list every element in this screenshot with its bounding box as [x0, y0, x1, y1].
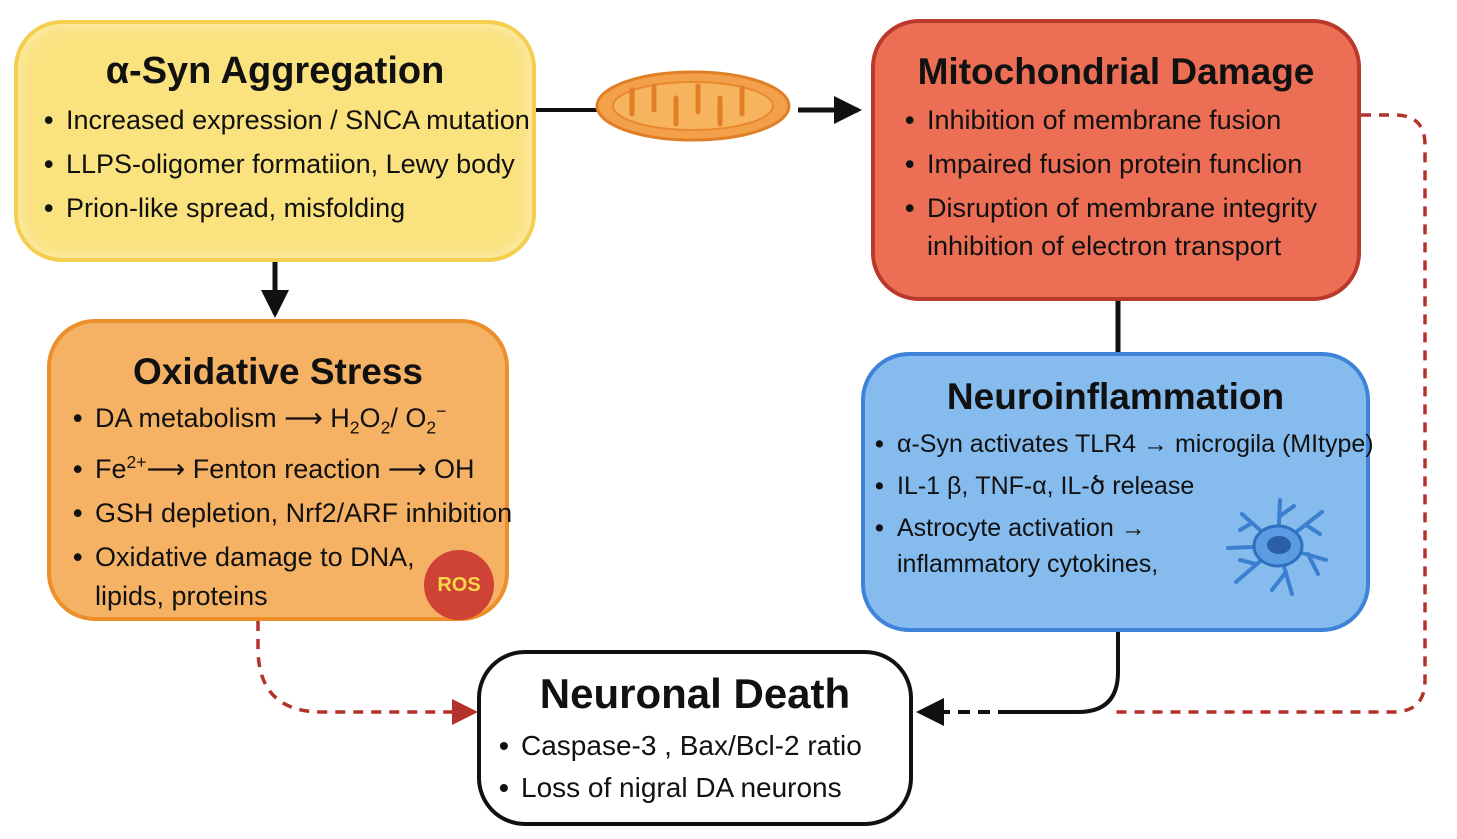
list-item-text: α-Syn activates TLR4 → microgila (MItype… — [897, 430, 1374, 458]
bullet-icon: • — [905, 105, 915, 135]
superscript: − — [436, 401, 447, 421]
list-item: • Oxidative damage to DNA, — [73, 541, 505, 572]
bullet-icon: • — [905, 193, 915, 223]
node-death-title: Neuronal Death — [539, 670, 851, 717]
list-item-text: GSH depletion, Nrf2/ARF inhibition — [95, 497, 513, 528]
list-item-text: lipids, proteins — [95, 580, 268, 611]
node-death-list: • Caspase-3 , Bax/Bcl-2 ratio • Loss of ni… — [499, 732, 909, 802]
list-item: • Fe2+⟶ Fenton reaction ⟶ OH — [73, 451, 505, 484]
list-item: •DA metabolism ⟶ H2O2/ O2− — [73, 401, 505, 438]
list-item-text: IL-1 β, TNF-α, IL-ծ release — [897, 472, 1195, 500]
microglia-icon — [1226, 498, 1328, 596]
bullet-icon: • — [875, 514, 884, 542]
superscript: 2+ — [126, 451, 147, 472]
node-mitochondrial-damage: Mitochondrial Damage • Inhibition of memb… — [871, 19, 1361, 301]
bullet-icon: • — [499, 772, 509, 803]
node-ox-title: Oxidative Stress — [133, 351, 423, 392]
node-syn-aggregation: α-Syn Aggregation • Increased expression … — [14, 20, 536, 262]
bullet-icon: • — [499, 730, 509, 761]
list-item-continuation: lipids, proteins — [73, 580, 505, 611]
node-ox-list: •DA metabolism ⟶ H2O2/ O2− •Fe2+⟶ Fenton… — [73, 401, 512, 611]
list-item-text: Disruption of membrane integrity — [927, 193, 1318, 223]
subscript: 2 — [380, 417, 391, 438]
edge-ox-death — [256, 621, 478, 725]
list-item-text: LLPS-oligomer formatiion, Lewy body — [66, 149, 515, 179]
text-run: DA metabolism ⟶ H — [95, 403, 350, 433]
list-item-text: Inhibition of membrane fusion — [927, 105, 1282, 135]
subscript: 2 — [426, 417, 437, 438]
list-item: • Impaired fusion protein funclion — [905, 151, 1357, 178]
list-item: • Prion-like spread, misfolding — [44, 195, 532, 222]
bullet-icon: • — [44, 193, 54, 223]
list-item: • Loss of nigral DA neurons — [499, 774, 909, 802]
edge-neuro-death-solid — [1010, 632, 1120, 714]
ros-badge: ROS — [424, 550, 494, 620]
list-item-text: Impaired fusion protein funclion — [927, 149, 1303, 179]
node-oxidative-stress: Oxidative Stress •DA metabolism ⟶ H2O2/ … — [47, 319, 512, 621]
bullet-icon: • — [73, 497, 83, 528]
node-neuroinflammation: Neuroinflammation • α-Syn activates TLR4 … — [861, 352, 1374, 632]
list-item: • GSH depletion, Nrf2/ARF inhibition — [73, 497, 512, 528]
node-mito-list: • Inhibition of membrane fusion • Impaired… — [905, 107, 1357, 260]
bullet-icon: • — [44, 105, 54, 135]
mitochondrion-icon — [595, 70, 791, 142]
bullet-icon: • — [73, 403, 83, 433]
node-neuro-title: Neuroinflammation — [946, 376, 1285, 417]
list-item: • Inhibition of membrane fusion — [905, 107, 1357, 134]
node-syn-title: α-Syn Aggregation — [105, 50, 445, 92]
list-item-text: Loss of nigral DA neurons — [521, 772, 842, 803]
list-item-continuation: inflammatory cytokines, — [875, 552, 1366, 577]
list-item: • Increased expression / SNCA mutation — [44, 107, 532, 134]
list-item-text: Oxidative damage to DNA, — [95, 541, 415, 572]
edge-mito-death — [1110, 113, 1427, 714]
node-mito-title: Mitochondrial Damage — [917, 51, 1315, 92]
node-neuro-list: • α-Syn activates TLR4 → microgila (MItyp… — [875, 430, 1374, 577]
list-item-text: inhibition of electron transport — [927, 231, 1282, 261]
list-item: • Astrocyte activation → — [875, 516, 1366, 541]
list-item-text: inflammatory cytokines, — [897, 550, 1159, 578]
text-run: Fe — [95, 453, 127, 484]
bullet-icon: • — [905, 149, 915, 179]
list-item: • LLPS-oligomer formatiion, Lewy body — [44, 151, 532, 178]
list-item-text: Caspase-3 , Bax/Bcl-2 ratio — [521, 730, 862, 761]
bullet-icon: • — [875, 472, 884, 500]
node-syn-list: • Increased expression / SNCA mutation • L… — [44, 107, 532, 222]
bullet-icon: • — [875, 430, 884, 458]
list-item-text: Increased expression / SNCA mutation — [66, 105, 530, 135]
bullet-icon: • — [44, 149, 54, 179]
list-item-text: Astrocyte activation → — [897, 514, 1146, 542]
text-run: ⟶ Fenton reaction ⟶ OH — [146, 453, 475, 484]
bullet-icon: • — [73, 541, 83, 572]
list-item: • IL-1 β, TNF-α, IL-ծ release — [875, 474, 1366, 499]
bullet-icon: • — [73, 453, 83, 484]
text-run: / O — [390, 403, 427, 433]
list-item-text: Prion-like spread, misfolding — [66, 193, 406, 223]
subscript: 2 — [349, 417, 360, 438]
list-item-continuation: inhibition of electron transport — [905, 233, 1357, 260]
list-item: • Caspase-3 , Bax/Bcl-2 ratio — [499, 732, 909, 760]
list-item: • α-Syn activates TLR4 → microgila (MItyp… — [875, 430, 1374, 458]
list-item: • Disruption of membrane integrity — [905, 195, 1357, 222]
node-neuronal-death: Neuronal Death • Caspase-3 , Bax/Bcl-2 ra… — [477, 650, 913, 826]
text-run: O — [359, 403, 381, 433]
